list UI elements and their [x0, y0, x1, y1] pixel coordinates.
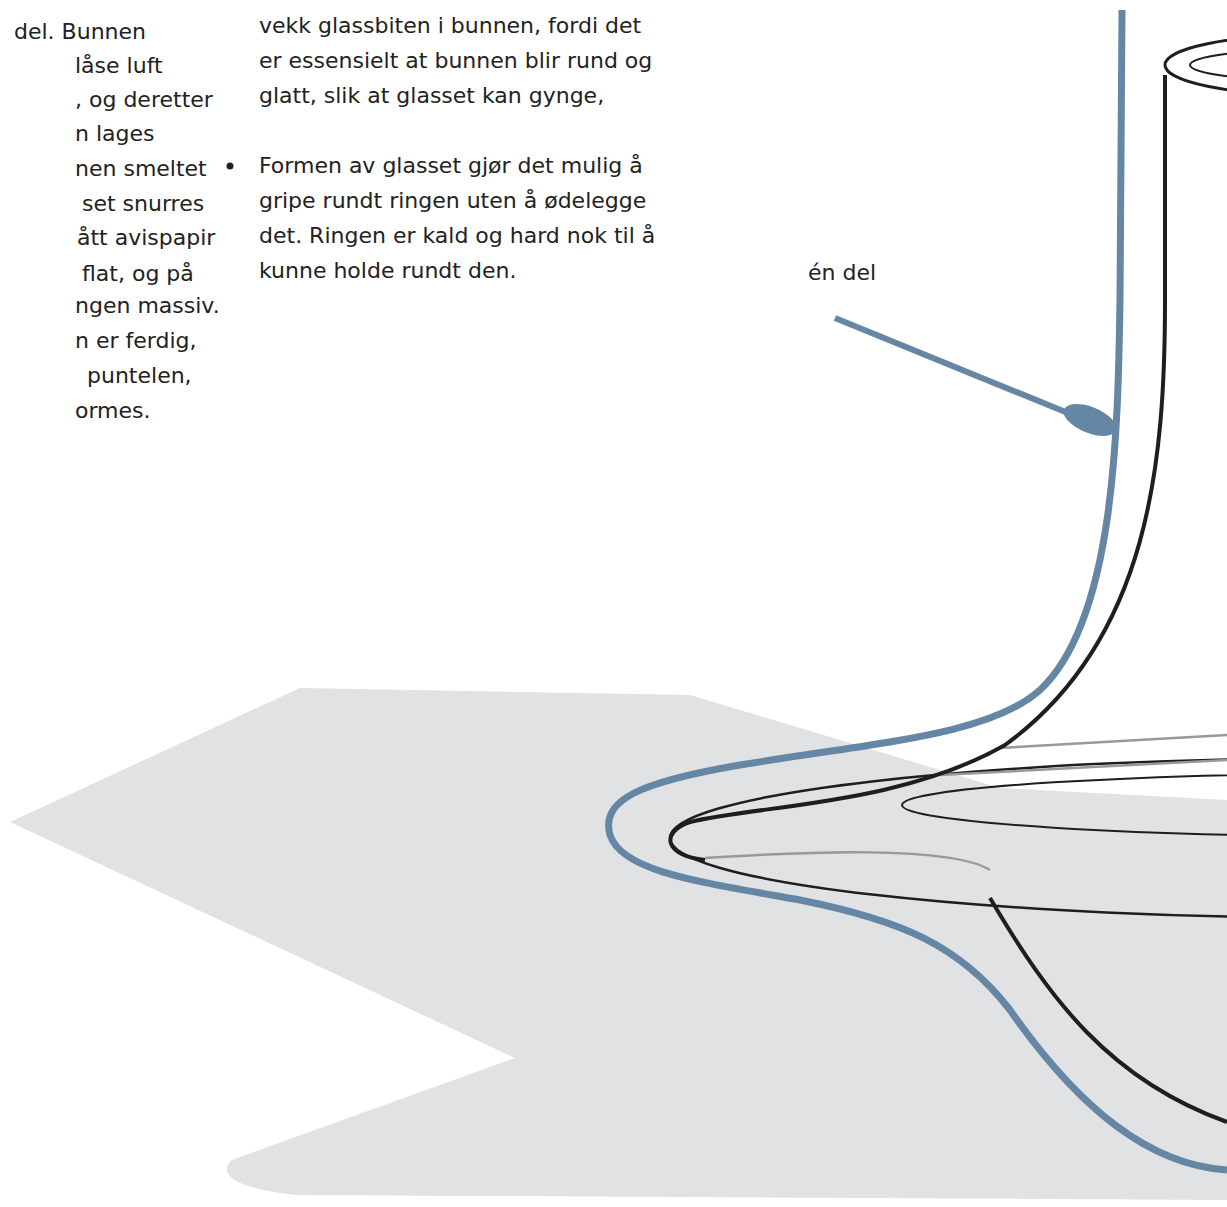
- body-text: n lages: [75, 116, 155, 151]
- leader-line: [835, 318, 1085, 420]
- body-text: del. Bunnen: [14, 14, 146, 49]
- body-text: n er ferdig,: [75, 323, 196, 358]
- body-text: set snurres: [82, 186, 204, 221]
- grey-line: [705, 852, 990, 870]
- body-text: Formen av glasset gjør det mulig å gripe…: [259, 148, 659, 288]
- body-text: ngen massiv.: [75, 288, 220, 323]
- grey-line: [1000, 735, 1227, 748]
- body-text: puntelen,: [87, 358, 192, 393]
- glass-wall-outer: [609, 10, 1227, 1170]
- grey-line: [940, 760, 1227, 775]
- body-text: ått avispapir: [77, 220, 215, 255]
- body-text: vekk glassbiten i bunnen, fordi det er e…: [259, 8, 659, 113]
- body-text: , og deretter: [75, 82, 213, 117]
- leader-dot: [1059, 397, 1121, 442]
- part-label: én del: [808, 255, 876, 290]
- glass-wall-inner: [670, 75, 1165, 860]
- body-text: flat, og på: [82, 256, 194, 291]
- rim-inner: [1190, 49, 1227, 81]
- base-inner: [902, 773, 1227, 837]
- body-text: låse luft: [75, 48, 163, 83]
- glass-wall-lower: [990, 898, 1227, 1122]
- body-text: ormes.: [75, 393, 151, 428]
- bullet: [227, 163, 234, 170]
- body-text: nen smeltet: [75, 151, 207, 186]
- rim-outer: [1165, 35, 1227, 95]
